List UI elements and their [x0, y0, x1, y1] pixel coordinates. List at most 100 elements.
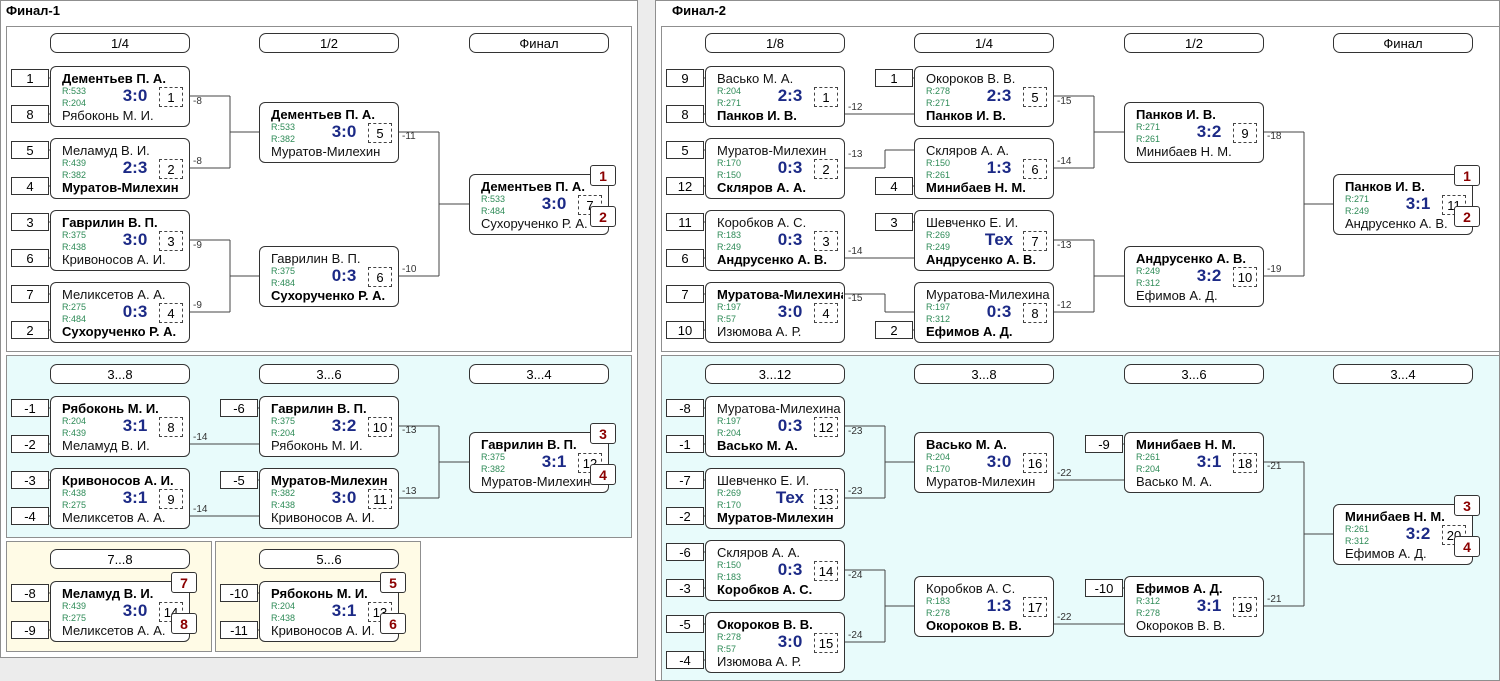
match-box[interactable]: Минибаев Н. М. R:261 R:312 3:2 20 Ефимов… — [1333, 495, 1480, 565]
match-box[interactable]: Меламуд В. И. R:439 R:275 3:0 14 Меликсе… — [50, 572, 197, 642]
feeder-label: -24 — [848, 570, 863, 581]
player-1-rating: R:183 — [717, 230, 742, 240]
match-box[interactable]: Андрусенко А. В. R:249 R:312 3:2 10 Ефим… — [1124, 246, 1264, 307]
player-2-name: Коробков А. С. — [717, 582, 813, 597]
match-box[interactable]: Коробков А. С. R:183 R:249 0:3 3 Андрусе… — [705, 210, 845, 271]
match-box[interactable]: Меламуд В. И. R:439 R:382 2:3 2 Муратов-… — [50, 138, 190, 199]
match-box[interactable]: Кривоносов А. И. R:438 R:275 3:1 9 Мелик… — [50, 468, 190, 529]
round-header: 5...6 — [259, 549, 399, 569]
match-score: Тех — [984, 230, 1014, 249]
match-box[interactable]: Панков И. В. R:271 R:249 3:1 11 Андрусен… — [1333, 165, 1480, 235]
match-box[interactable]: Дементьев П. А. R:533 R:204 3:0 1 Рябоко… — [50, 66, 190, 127]
match-box[interactable]: Окороков В. В. R:278 R:57 3:0 15 Изюмова… — [705, 612, 845, 673]
seed-box: -4 — [666, 651, 704, 669]
seed-box: -9 — [11, 621, 49, 639]
match-number: 10 — [368, 417, 392, 437]
feeder-label: -21 — [1267, 461, 1282, 472]
match-box[interactable]: Муратов-Милехин R:170 R:150 0:3 2 Скляро… — [705, 138, 845, 199]
player-2-rating: R:382 — [271, 134, 296, 144]
place-badge: 7 — [171, 572, 197, 593]
seed-box: -1 — [666, 435, 704, 453]
player-1-name: Андрусенко А. В. — [1136, 251, 1246, 266]
seed-box: -10 — [1085, 579, 1123, 597]
match-score: 3:2 — [331, 416, 357, 435]
match-score: 0:3 — [122, 302, 148, 321]
seed-box: 3 — [11, 213, 49, 231]
match-score: 3:0 — [777, 632, 803, 651]
match-box[interactable]: Коробков А. С. R:183 R:278 1:3 17 Окорок… — [914, 576, 1054, 637]
match-box[interactable]: Муратова-Милехина R:197 R:57 3:0 4 Изюмо… — [705, 282, 845, 343]
seed-box: 10 — [666, 321, 704, 339]
seed-box: 2 — [875, 321, 913, 339]
match-box[interactable]: Шевченко Е. И. R:269 R:170 Тех 13 Мурато… — [705, 468, 845, 529]
player-2-name: Изюмова А. Р. — [717, 324, 802, 339]
match-number: 19 — [1233, 597, 1257, 617]
player-2-rating: R:439 — [62, 428, 87, 438]
player-1-rating: R:269 — [926, 230, 951, 240]
round-header: Финал — [1333, 33, 1473, 53]
match-box[interactable]: Панков И. В. R:271 R:261 3:2 9 Минибаев … — [1124, 102, 1264, 163]
seed-box: -11 — [220, 621, 258, 639]
player-2-name: Меламуд В. И. — [62, 438, 150, 453]
match-box[interactable]: Рябоконь М. И. R:204 R:439 3:1 8 Меламуд… — [50, 396, 190, 457]
feeder-label: -24 — [848, 630, 863, 641]
match-box[interactable]: Гаврилин В. П. R:375 R:204 3:2 10 Рябоко… — [259, 396, 399, 457]
place-badge: 3 — [1454, 495, 1480, 516]
match-box[interactable]: Ефимов А. Д. R:312 R:278 3:1 19 Окороков… — [1124, 576, 1264, 637]
match-box[interactable]: Рябоконь М. И. R:204 R:438 3:1 13 Кривон… — [259, 572, 406, 642]
player-2-name: Сухорученко Р. А. — [62, 324, 177, 339]
player-1-name: Муратов-Милехин — [717, 143, 827, 158]
match-box[interactable]: Дементьев П. А. R:533 R:382 3:0 5 Мурато… — [259, 102, 399, 163]
player-2-rating: R:312 — [926, 314, 951, 324]
player-2-name: Скляров А. А. — [717, 180, 806, 195]
place-badge: 1 — [590, 165, 616, 186]
match-box[interactable]: Гаврилин В. П. R:375 R:484 0:3 6 Сухоруч… — [259, 246, 399, 307]
player-2-name: Ефимов А. Д. — [1136, 288, 1218, 303]
player-1-rating: R:278 — [926, 86, 951, 96]
match-box[interactable]: Муратова-Милехина R:197 R:312 0:3 8 Ефим… — [914, 282, 1054, 343]
match-box[interactable]: Муратов-Милехин R:382 R:438 3:0 11 Криво… — [259, 468, 399, 529]
feeder-label: -15 — [848, 293, 863, 304]
match-box[interactable]: Муратова-Милехина R:197 R:204 0:3 12 Вас… — [705, 396, 845, 457]
round-header: 1/4 — [50, 33, 190, 53]
match-number: 5 — [368, 123, 392, 143]
player-1-rating: R:278 — [717, 632, 742, 642]
player-1-rating: R:170 — [717, 158, 742, 168]
match-score: 3:2 — [1405, 524, 1431, 543]
match-box[interactable]: Гаврилин В. П. R:375 R:382 3:1 12 Мурато… — [469, 423, 616, 493]
player-2-rating: R:204 — [271, 428, 296, 438]
match-box[interactable]: Гаврилин В. П. R:375 R:438 3:0 3 Кривоно… — [50, 210, 190, 271]
player-1-rating: R:261 — [1345, 524, 1370, 534]
match-box[interactable]: Окороков В. В. R:278 R:271 2:3 5 Панков … — [914, 66, 1054, 127]
match-box[interactable]: Скляров А. А. R:150 R:183 0:3 14 Коробко… — [705, 540, 845, 601]
player-2-rating: R:204 — [717, 428, 742, 438]
player-2-name: Муратов-Милехин — [481, 474, 591, 489]
match-box[interactable]: Меликсетов А. А. R:275 R:484 0:3 4 Сухор… — [50, 282, 190, 343]
player-2-rating: R:249 — [1345, 206, 1370, 216]
player-1-name: Окороков В. В. — [717, 617, 813, 632]
match-number: 4 — [159, 303, 183, 323]
feeder-label: -13 — [848, 149, 863, 160]
match-box[interactable]: Шевченко Е. И. R:269 R:249 Тех 7 Андрусе… — [914, 210, 1054, 271]
match-number: 9 — [159, 489, 183, 509]
match-box[interactable]: Минибаев Н. М. R:261 R:204 3:1 18 Васько… — [1124, 432, 1264, 493]
match-box[interactable]: Скляров А. А. R:150 R:261 1:3 6 Минибаев… — [914, 138, 1054, 199]
round-header: 1/4 — [914, 33, 1054, 53]
match-box[interactable]: Дементьев П. А. R:533 R:484 3:0 7 Сухору… — [469, 165, 616, 235]
match-number: 6 — [1023, 159, 1047, 179]
player-2-name: Меликсетов А. А. — [62, 510, 166, 525]
player-1-rating: R:275 — [62, 302, 87, 312]
player-2-name: Андрусенко А. В. — [1345, 216, 1448, 231]
match-box[interactable]: Васько М. А. R:204 R:271 2:3 1 Панков И.… — [705, 66, 845, 127]
match-score: 3:0 — [331, 488, 357, 507]
seed-box: -6 — [220, 399, 258, 417]
feeder-label: -13 — [1057, 240, 1072, 251]
player-2-name: Окороков В. В. — [1136, 618, 1226, 633]
match-score: 3:2 — [1196, 266, 1222, 285]
place-badge: 4 — [590, 464, 616, 485]
round-header: 3...6 — [259, 364, 399, 384]
player-2-rating: R:484 — [481, 206, 506, 216]
round-header: 7...8 — [50, 549, 190, 569]
player-2-name: Изюмова А. Р. — [717, 654, 802, 669]
match-box[interactable]: Васько М. А. R:204 R:170 3:0 16 Муратов-… — [914, 432, 1054, 493]
